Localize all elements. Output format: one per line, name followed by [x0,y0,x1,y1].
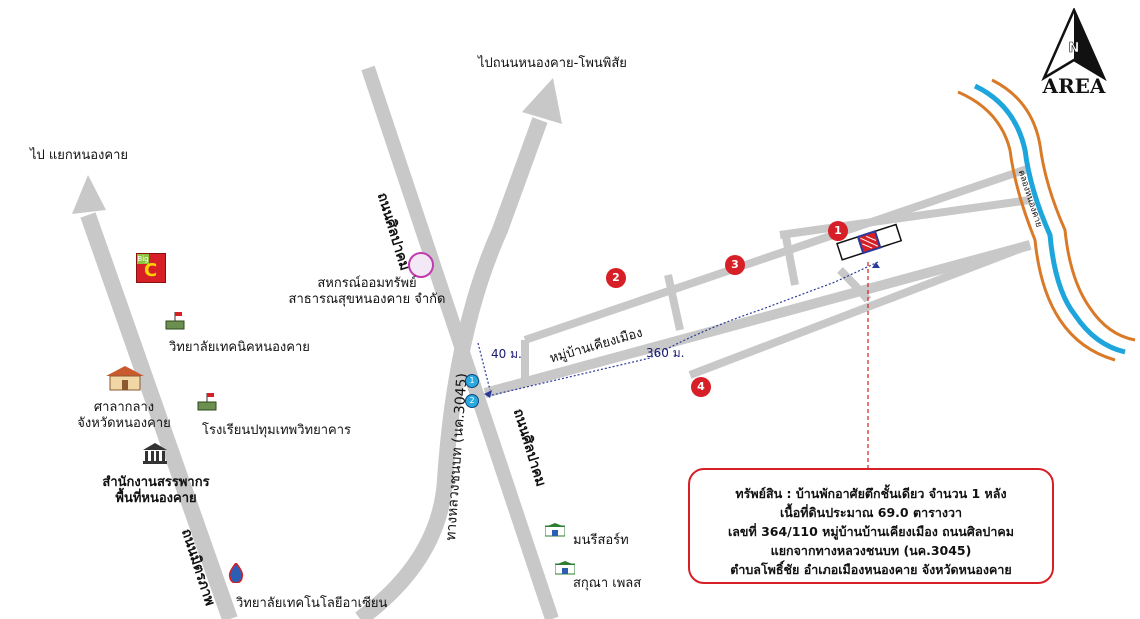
distance-360m: 360 ม. [646,346,685,360]
coop-badge-icon [408,252,434,278]
place-coop-line2: สาธารณสุขหนองคาย จำกัด [288,292,446,307]
river-water [973,83,1126,355]
road-connector-mid [664,274,684,331]
compass-north-letter: N [1069,41,1080,56]
bigc-logo-letter: C [144,260,158,281]
route-end-arrow [872,262,880,268]
road-connector-curve [837,267,872,303]
place-revenue: สำนักงานสรรพากร พื้นที่หนองคาย [86,475,226,507]
road-village-main [483,240,1032,398]
place-city-hall: ศาลากลาง จังหวัดหนองคาย [64,400,184,432]
school-flag-icon [164,312,186,330]
resort-icon [544,522,566,537]
bigc-logo-icon: Big C [136,253,166,283]
direction-to-nongkhai-phonphisai: ไปถนนหนองคาย-โพนพิสัย [478,56,627,71]
road-mittraphap [80,212,238,619]
info-line-2: เนื้อที่ดินประมาณ 69.0 ตารางวา [779,505,962,520]
property-info-box: ทรัพย์สิน : บ้านพักอาศัยตึกชั้นเดียว จำน… [688,468,1054,584]
road-upper-right [779,196,1031,239]
road-highway-3045 [355,117,548,619]
distance-40m: 40 ม. [491,347,522,361]
arrow-to-phonphisai [522,78,562,124]
place-city-hall-line2: จังหวัดหนองคาย [77,416,171,431]
river-bank-east [991,78,1136,342]
arrow-to-nongkhai [72,175,106,214]
route-arrow-head [484,390,492,398]
route-path [477,261,879,397]
road-upper [523,164,1032,344]
brand-logo-text: AREA [1042,74,1106,98]
river-bank-west [957,90,1116,362]
place-coop: สหกรณ์ออมทรัพย์ สาธารณสุขหนองคาย จำกัด [282,276,452,308]
place-pathum-school: โรงเรียนปทุมเทพวิทยาคาร [202,423,351,438]
info-line-3: เลขที่ 364/110 หมู่บ้านบ้านเคียงเมือง ถน… [728,524,1014,539]
entry-point-2: 2 [465,394,479,408]
info-line-1: ทรัพย์สิน : บ้านพักอาศัยตึกชั้นเดียว จำน… [735,486,1007,501]
entry-point-1: 1 [465,374,479,388]
river [957,78,1136,362]
place-sakuna-place: สกุณา เพลส [573,576,642,591]
north-arrow-icon: N [1041,8,1107,82]
school-flag-icon [196,393,218,411]
info-line-4: แยกจากทางหลวงชนบท (นค.3045) [770,543,972,558]
marker-3: 3 [725,255,745,275]
info-line-5: ตำบลโพธิ์ชัย อำเภอเมืองหนองคาย จังหวัดหน… [730,562,1012,577]
place-coop-line1: สหกรณ์ออมทรัพย์ [317,276,417,291]
roads [80,65,1032,619]
temple-building-icon [143,443,167,465]
road-lower [688,241,1032,379]
government-building-icon [106,366,144,392]
road-connector-right [781,231,799,286]
marker-4: 4 [691,377,711,397]
droplet-logo-icon [228,561,244,584]
subject-property [836,223,903,261]
place-technical-college: วิทยาลัยเทคนิคหนองคาย [169,340,310,355]
marker-1: 1 [828,221,848,241]
marker-2: 2 [606,268,626,288]
place-city-hall-line1: ศาลากลาง [93,400,155,415]
place-revenue-line2: พื้นที่หนองคาย [115,491,197,506]
resort-icon [554,560,576,575]
place-manaree-resort: มนรีสอร์ท [573,533,629,548]
place-revenue-line1: สำนักงานสรรพากร [102,475,210,490]
direction-to-nongkhai-junction: ไป แยกหนองคาย [30,148,129,163]
bigc-logo-tag: Big [137,254,149,264]
place-asian-college: วิทยาลัยเทคโนโลยีอาเซียน [236,596,388,611]
